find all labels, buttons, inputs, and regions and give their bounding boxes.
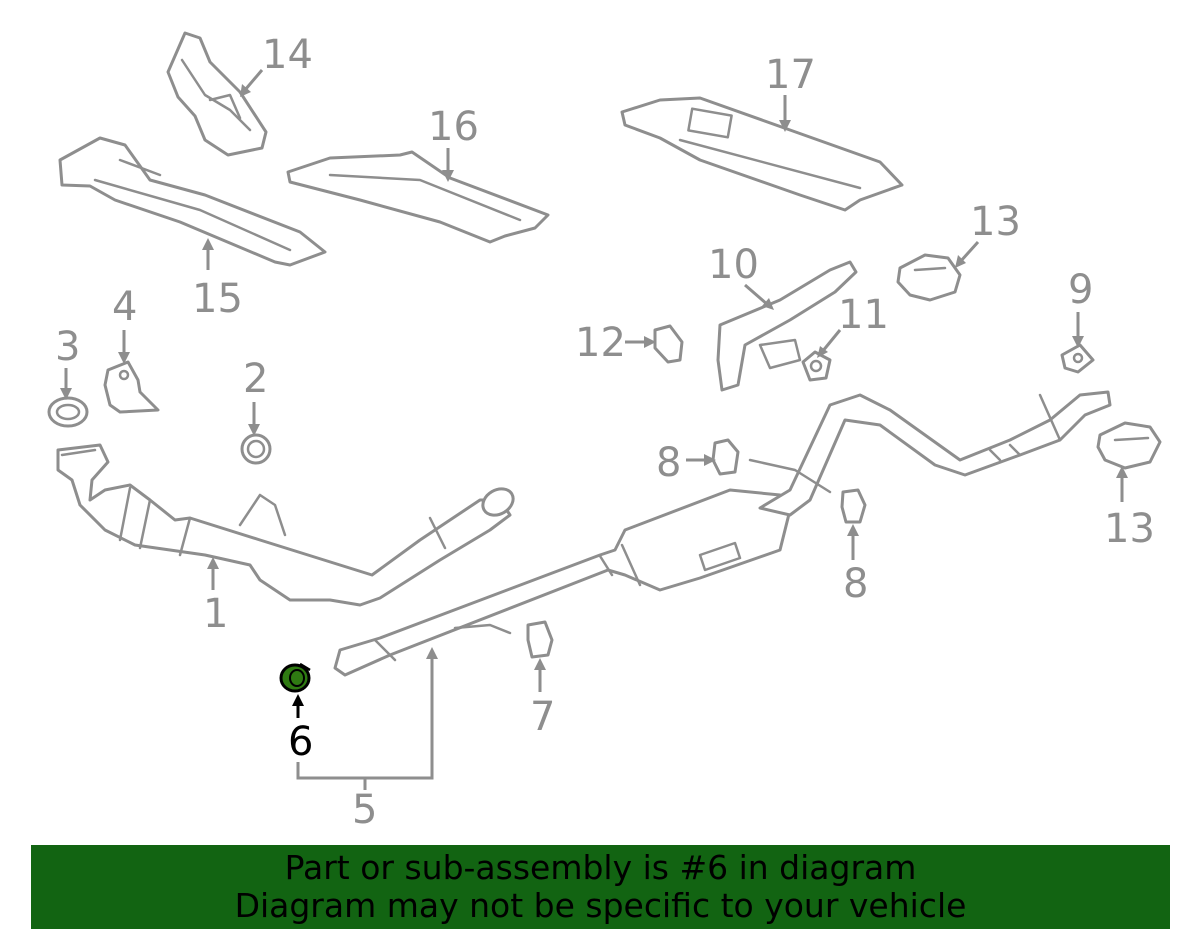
callout-9: 9 xyxy=(1068,267,1093,313)
callout-3: 3 xyxy=(55,324,80,370)
callout-14: 14 xyxy=(262,32,313,78)
part-2-gasket xyxy=(240,433,272,465)
part-11-gasket xyxy=(801,350,832,382)
part-3-gasket xyxy=(47,396,89,428)
callout-8-lower: 8 xyxy=(843,561,868,607)
callout-16: 16 xyxy=(428,104,479,150)
callout-13-upper: 13 xyxy=(970,199,1021,245)
part-9-isolator xyxy=(1060,343,1095,374)
part-5-intermediate-pipe xyxy=(333,488,792,677)
info-banner: Part or sub-assembly is #6 in diagram Di… xyxy=(31,845,1170,929)
callout-5: 5 xyxy=(352,787,377,833)
part-4-bracket xyxy=(103,360,160,414)
part-15-underbody-shield xyxy=(58,136,327,267)
callout-12: 12 xyxy=(575,320,626,366)
part-12-hanger xyxy=(653,324,684,364)
banner-line-2: Diagram may not be specific to your vehi… xyxy=(234,886,967,925)
callout-4: 4 xyxy=(112,284,137,330)
leader-lines xyxy=(60,69,1128,790)
part-17-rear-shield xyxy=(620,96,904,212)
part-1-converter-pipe xyxy=(56,443,515,607)
callout-11: 11 xyxy=(838,292,889,338)
part-13-insulator-upper xyxy=(896,253,962,302)
part-16-heat-shield xyxy=(286,150,550,244)
callout-2: 2 xyxy=(243,356,268,402)
callout-10: 10 xyxy=(708,242,759,288)
part-6-clamp-highlighted xyxy=(279,662,311,693)
part-14-heat-shield xyxy=(166,31,268,157)
part-10-tail-pipe xyxy=(716,260,858,392)
callout-7: 7 xyxy=(530,694,555,740)
part-8-hanger-lower xyxy=(840,488,867,524)
callout-15: 15 xyxy=(192,276,243,322)
banner-line-1: Part or sub-assembly is #6 in diagram xyxy=(284,848,917,887)
callout-6: 6 xyxy=(288,719,313,765)
callout-1: 1 xyxy=(203,591,228,637)
callout-labels: 14 15 16 17 13 13 10 11 12 9 8 8 7 4 3 2… xyxy=(55,32,1155,833)
part-13-insulator-lower xyxy=(1096,421,1162,470)
callout-8-upper: 8 xyxy=(656,440,681,486)
part-8-hanger-upper xyxy=(711,438,740,476)
callout-13-lower: 13 xyxy=(1104,506,1155,552)
part-7-hanger xyxy=(526,620,554,659)
callout-17: 17 xyxy=(765,52,816,98)
rear-pipe-assembly xyxy=(748,390,1112,517)
